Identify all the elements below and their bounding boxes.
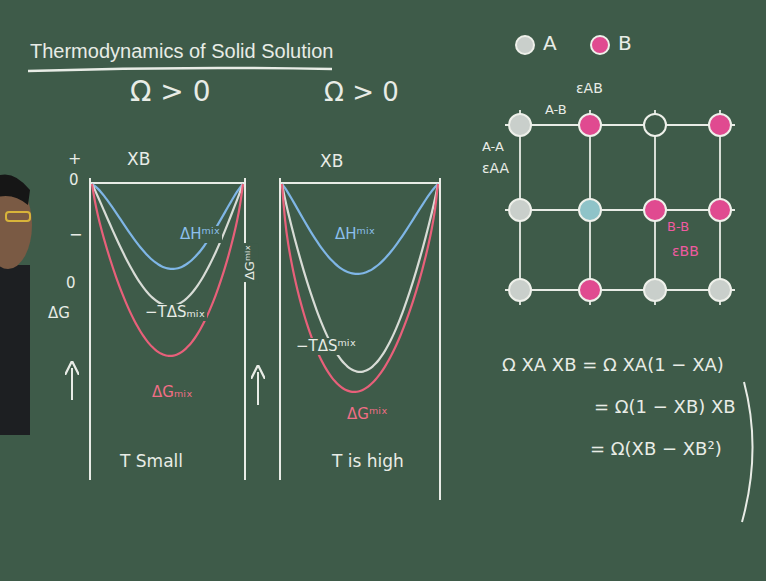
bond-name: B-B (665, 220, 691, 235)
legend-swatch (590, 35, 610, 55)
condition-label: Ω > 0 (322, 78, 401, 108)
temperature-note: T is high (330, 452, 406, 472)
axis-zero: 0 (64, 275, 78, 292)
axis-sign: − (67, 226, 84, 244)
curve-label: ΔHᵐⁱˣ (333, 226, 377, 243)
legend-text: A (541, 32, 559, 55)
lattice-atoms (509, 114, 731, 301)
lattice-line (505, 289, 735, 291)
bond-energy: εBB (670, 243, 701, 259)
lattice-line (505, 209, 735, 211)
atom-a (509, 199, 531, 221)
bond-energy: εAB (574, 80, 605, 96)
enthalpy-curve (92, 184, 243, 269)
axis-line (439, 178, 441, 500)
curve-label: ΔGᵐⁱˣ (345, 406, 390, 423)
axis-line (279, 178, 281, 480)
lattice-grid (505, 110, 735, 305)
axis-zero: 0 (67, 172, 81, 189)
atom-a (509, 114, 531, 136)
axis-line (90, 182, 245, 184)
free-energy-curves (92, 184, 438, 392)
equation: Ω XA XB = Ω XA(1 − XA) (500, 355, 726, 376)
gibbs-curve (282, 184, 438, 392)
atom-empty (644, 114, 666, 136)
curve-label: −TΔSᵐⁱˣ (294, 338, 358, 355)
atom-a (509, 279, 531, 301)
atom-b (709, 199, 731, 221)
bracket (742, 382, 753, 522)
entropy-curve (282, 184, 438, 372)
atom-a (644, 279, 666, 301)
title-underline (28, 68, 332, 71)
axis-line (244, 178, 246, 480)
bond-name: A-A (480, 140, 506, 155)
lattice-line (505, 124, 735, 126)
legend-text: B (616, 32, 634, 55)
axis-label: ΔG (46, 305, 72, 322)
equation: = Ω(XB − XB²) (588, 439, 724, 460)
axis-label: XB (318, 152, 345, 172)
axis-line (280, 182, 440, 184)
curve-label: −TΔSₘᵢₓ (143, 304, 207, 321)
title: Thermodynamics of Solid Solution (28, 40, 335, 63)
lecturer-body (0, 265, 30, 435)
axis-sign: + (66, 150, 83, 168)
legend-swatch (515, 35, 535, 55)
gibbs-curve (92, 184, 243, 356)
enthalpy-curve (282, 184, 438, 274)
entropy-curve (92, 184, 243, 306)
bond-name: A-B (543, 103, 569, 118)
temperature-note: T Small (118, 452, 185, 472)
bond-energy: εAA (480, 160, 511, 176)
atom-a (709, 279, 731, 301)
axis-line (89, 178, 91, 480)
curve-label: ΔGₘᵢₓ (150, 384, 195, 401)
atom-a (579, 199, 601, 221)
axis-label: XB (125, 150, 152, 170)
atom-b (709, 114, 731, 136)
atom-b (644, 199, 666, 221)
condition-label: Ω > 0 (128, 76, 212, 108)
curve-label: ΔHᵐⁱˣ (178, 226, 222, 243)
lecturer-glasses (6, 212, 30, 221)
atom-b (579, 114, 601, 136)
right-plot-axes (280, 178, 440, 500)
left-plot-axes (90, 178, 245, 480)
up-arrow (71, 368, 73, 400)
lecturer-hair (0, 174, 30, 205)
atom-b (579, 279, 601, 301)
axis-label: ΔGᵐⁱˣ (244, 242, 259, 281)
lecturer (0, 174, 32, 435)
equation: = Ω(1 − XB) XB (592, 397, 738, 418)
up-arrow (257, 372, 259, 405)
